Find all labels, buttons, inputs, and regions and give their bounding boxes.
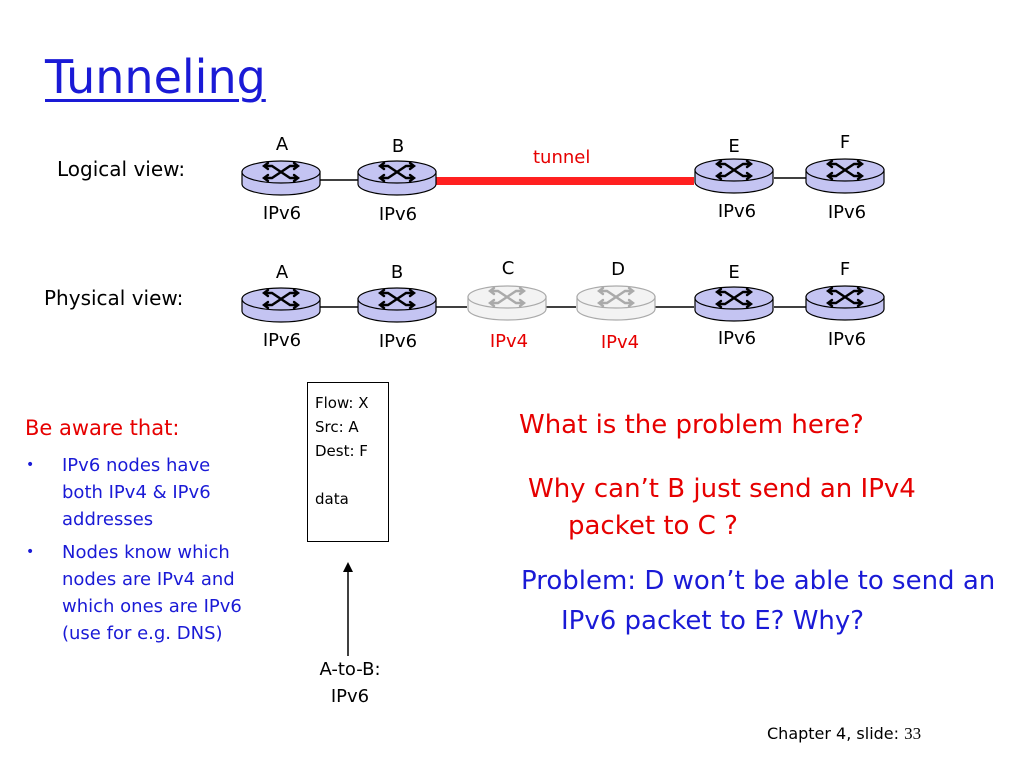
packet-src: Src: A — [315, 418, 359, 436]
question-problem: What is the problem here? — [519, 410, 864, 440]
up-arrow-icon — [343, 562, 353, 656]
tunnel-label: tunnel — [533, 147, 591, 168]
logical-router-e-proto: IPv6 — [717, 201, 757, 222]
logical-router-b-name: B — [391, 136, 405, 157]
aware-heading: Be aware that: — [25, 416, 180, 440]
physical-router-c-icon — [467, 285, 547, 321]
physical-router-e-name: E — [728, 262, 740, 283]
arrow-label: A-to-B: IPv6 — [305, 656, 395, 710]
footer-text: Chapter 4, slide: — [767, 724, 905, 743]
logical-router-b-icon — [357, 160, 437, 196]
network-diagram — [241, 158, 885, 323]
physical-router-d-proto: IPv4 — [600, 332, 640, 353]
physical-router-e-proto: IPv6 — [717, 328, 757, 349]
physical-router-a-name: A — [275, 262, 289, 283]
logical-router-a-proto: IPv6 — [262, 203, 302, 224]
question-why-ipv4: Why can’t B just send an IPv4 packet to … — [528, 474, 916, 541]
physical-router-f-proto: IPv6 — [827, 329, 867, 350]
physical-router-c-name: C — [501, 258, 515, 279]
logical-router-a-icon — [241, 160, 321, 196]
logical-router-e-name: E — [728, 136, 740, 157]
logical-router-f-icon — [805, 158, 885, 194]
logical-router-b-proto: IPv6 — [378, 204, 418, 225]
logical-router-a-name: A — [275, 134, 289, 155]
logical-router-f-name: F — [839, 132, 851, 153]
physical-router-f-icon — [805, 285, 885, 321]
physical-router-b-icon — [357, 287, 437, 323]
physical-router-d-name: D — [611, 259, 625, 280]
physical-router-a-icon — [241, 287, 321, 323]
bullet-icon: • — [26, 457, 35, 473]
aware-list: •IPv6 nodes have both IPv4 & IPv6 addres… — [22, 452, 252, 653]
packet-data: data — [315, 490, 349, 508]
aware-bullet-1: •IPv6 nodes have both IPv4 & IPv6 addres… — [22, 452, 252, 533]
packet-flow: Flow: X — [315, 394, 369, 412]
aware-bullet-2: •Nodes know which nodes are IPv4 and whi… — [22, 539, 252, 647]
slide-footer: Chapter 4, slide: 33 — [767, 724, 921, 744]
arrow-label-line2: IPv6 — [330, 686, 370, 707]
problem-statement: Problem: D won’t be able to send an IPv6… — [521, 566, 996, 636]
physical-router-e-icon — [694, 286, 774, 322]
bullet-icon: • — [26, 544, 35, 560]
slide-number: 33 — [904, 724, 922, 743]
physical-router-b-proto: IPv6 — [378, 331, 418, 352]
physical-router-c-proto: IPv4 — [489, 331, 529, 352]
slide-title: Tunneling — [45, 50, 266, 104]
physical-router-d-icon — [576, 285, 656, 321]
logical-router-f-proto: IPv6 — [827, 202, 867, 223]
packet-box: Flow: X Src: A Dest: F data — [307, 382, 389, 542]
physical-view-label: Physical view: — [44, 286, 184, 310]
physical-router-f-name: F — [839, 259, 851, 280]
physical-router-a-proto: IPv6 — [262, 330, 302, 351]
arrow-label-line1: A-to-B: — [319, 659, 381, 680]
logical-view-label: Logical view: — [57, 157, 186, 181]
logical-router-e-icon — [694, 158, 774, 194]
packet-dest: Dest: F — [315, 442, 368, 460]
physical-router-b-name: B — [390, 262, 404, 283]
